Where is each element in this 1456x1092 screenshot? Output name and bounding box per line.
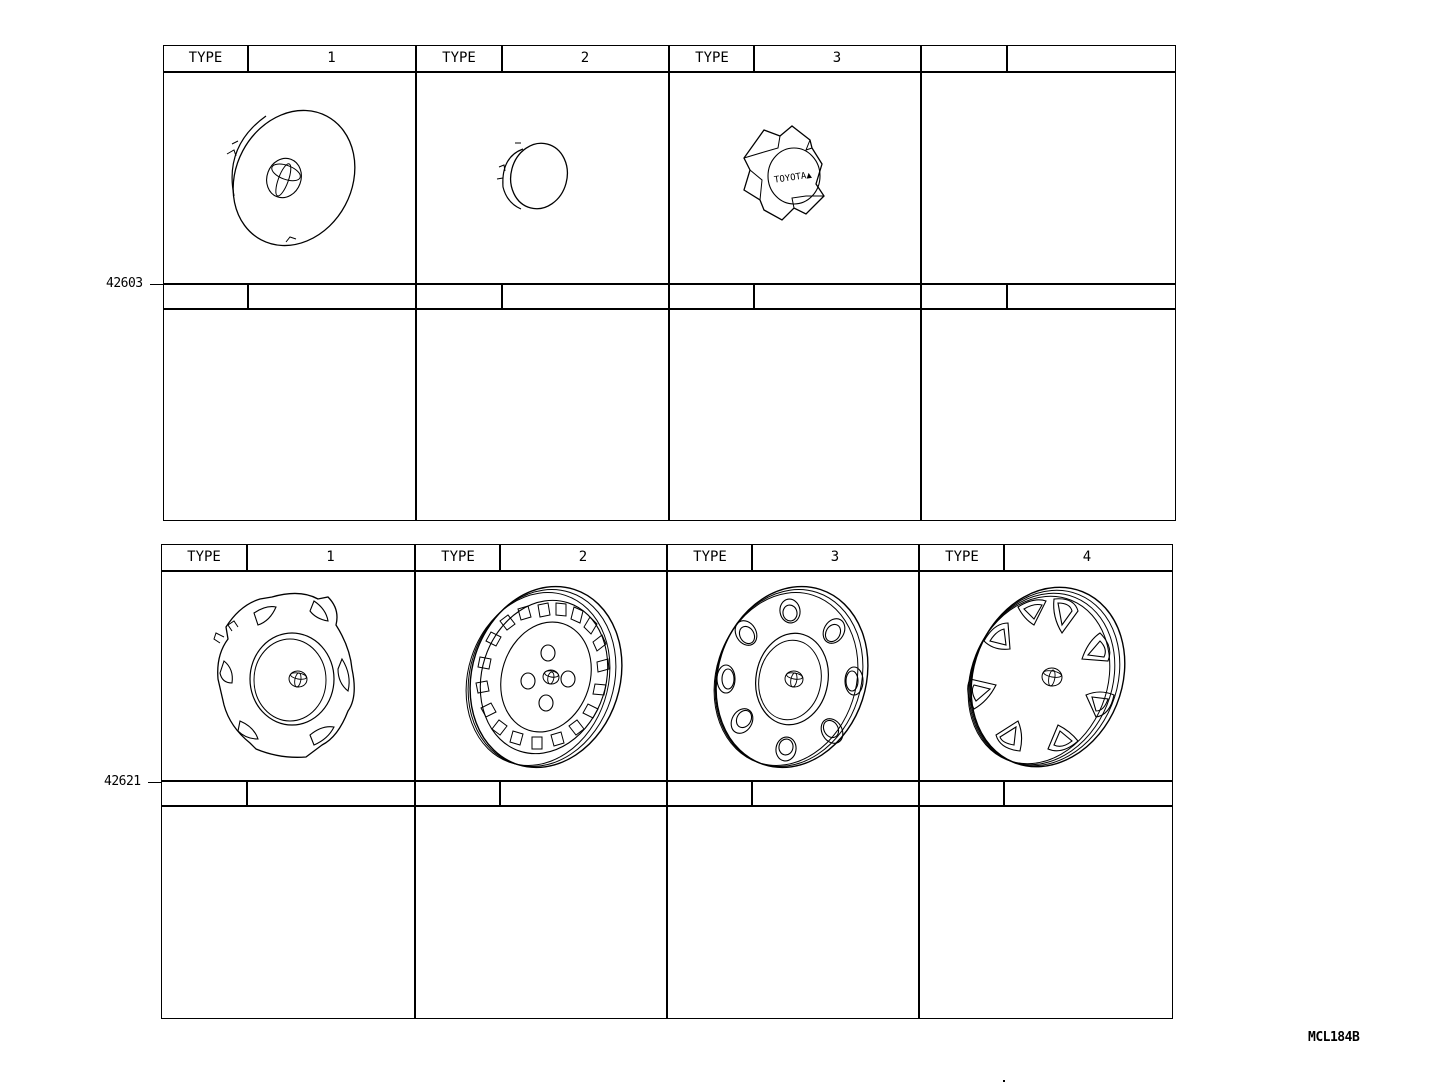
type-label: TYPE (693, 549, 727, 565)
header-divider (499, 545, 501, 570)
leader-line-42603 (150, 284, 164, 285)
header-divider (247, 46, 249, 71)
type-value: 1 (327, 50, 336, 66)
center-cap-round-emblem-icon (214, 96, 364, 256)
blank-row-divider (501, 283, 503, 308)
stray-mark (1003, 1080, 1005, 1082)
header-divider (501, 46, 503, 71)
type-value (1007, 46, 1173, 71)
parts-table-42621: TYPE 1 TYPE 2 TYPE 3 TYPE 4 (161, 544, 1173, 1019)
center-cap-hex-toyota-icon: TOYOTA▲ (734, 118, 834, 228)
center-cap-small-plug-icon (489, 131, 579, 221)
part-number-42603: 42603 (106, 276, 143, 291)
wheel-cover-six-slot-icon (210, 587, 370, 762)
type-label: TYPE (187, 549, 221, 565)
type-value: 2 (578, 549, 588, 565)
wheel-cover-turbine-icon (958, 581, 1128, 773)
header-divider (1003, 545, 1005, 570)
type-value: 3 (830, 549, 840, 565)
header-divider (1006, 46, 1008, 71)
header-rule (164, 71, 1175, 73)
wheel-cover-eight-hole-icon (706, 581, 876, 773)
type-value: 4 (1082, 549, 1092, 565)
wheel-cover-slotted-ring-icon (456, 581, 626, 773)
blank-row-divider (1006, 283, 1008, 308)
column-divider (414, 545, 416, 1018)
blank-row-divider (1003, 780, 1005, 805)
header-divider (753, 46, 755, 71)
type-label: TYPE (442, 50, 476, 66)
blank-row-rule-top (164, 283, 1175, 285)
blank-row-rule-top (162, 780, 1172, 782)
type-value: 3 (832, 50, 842, 66)
type-label: TYPE (188, 50, 223, 66)
type-label: TYPE (945, 549, 979, 565)
type-value: 2 (580, 50, 590, 66)
blank-row-rule-bottom (164, 308, 1175, 310)
type-label: TYPE (441, 549, 475, 565)
column-divider (666, 545, 668, 1018)
catalog-code: MCL184B (1308, 1030, 1360, 1045)
column-divider (918, 545, 920, 1018)
blank-row-divider (247, 283, 249, 308)
blank-row-divider (246, 780, 248, 805)
header-rule (162, 570, 1172, 572)
part-number-42621: 42621 (104, 774, 141, 789)
leader-line-42621 (148, 782, 162, 783)
type-value: 1 (326, 549, 335, 565)
header-divider (246, 545, 248, 570)
blank-row-rule-bottom (162, 805, 1172, 807)
type-label (922, 46, 1006, 71)
blank-row-divider (751, 780, 753, 805)
header-divider (751, 545, 753, 570)
blank-row-divider (753, 283, 755, 308)
parts-table-42603: TYPE 1 TYPE 2 TYPE 3 (163, 45, 1176, 521)
blank-row-divider (499, 780, 501, 805)
type-label: TYPE (695, 50, 729, 66)
